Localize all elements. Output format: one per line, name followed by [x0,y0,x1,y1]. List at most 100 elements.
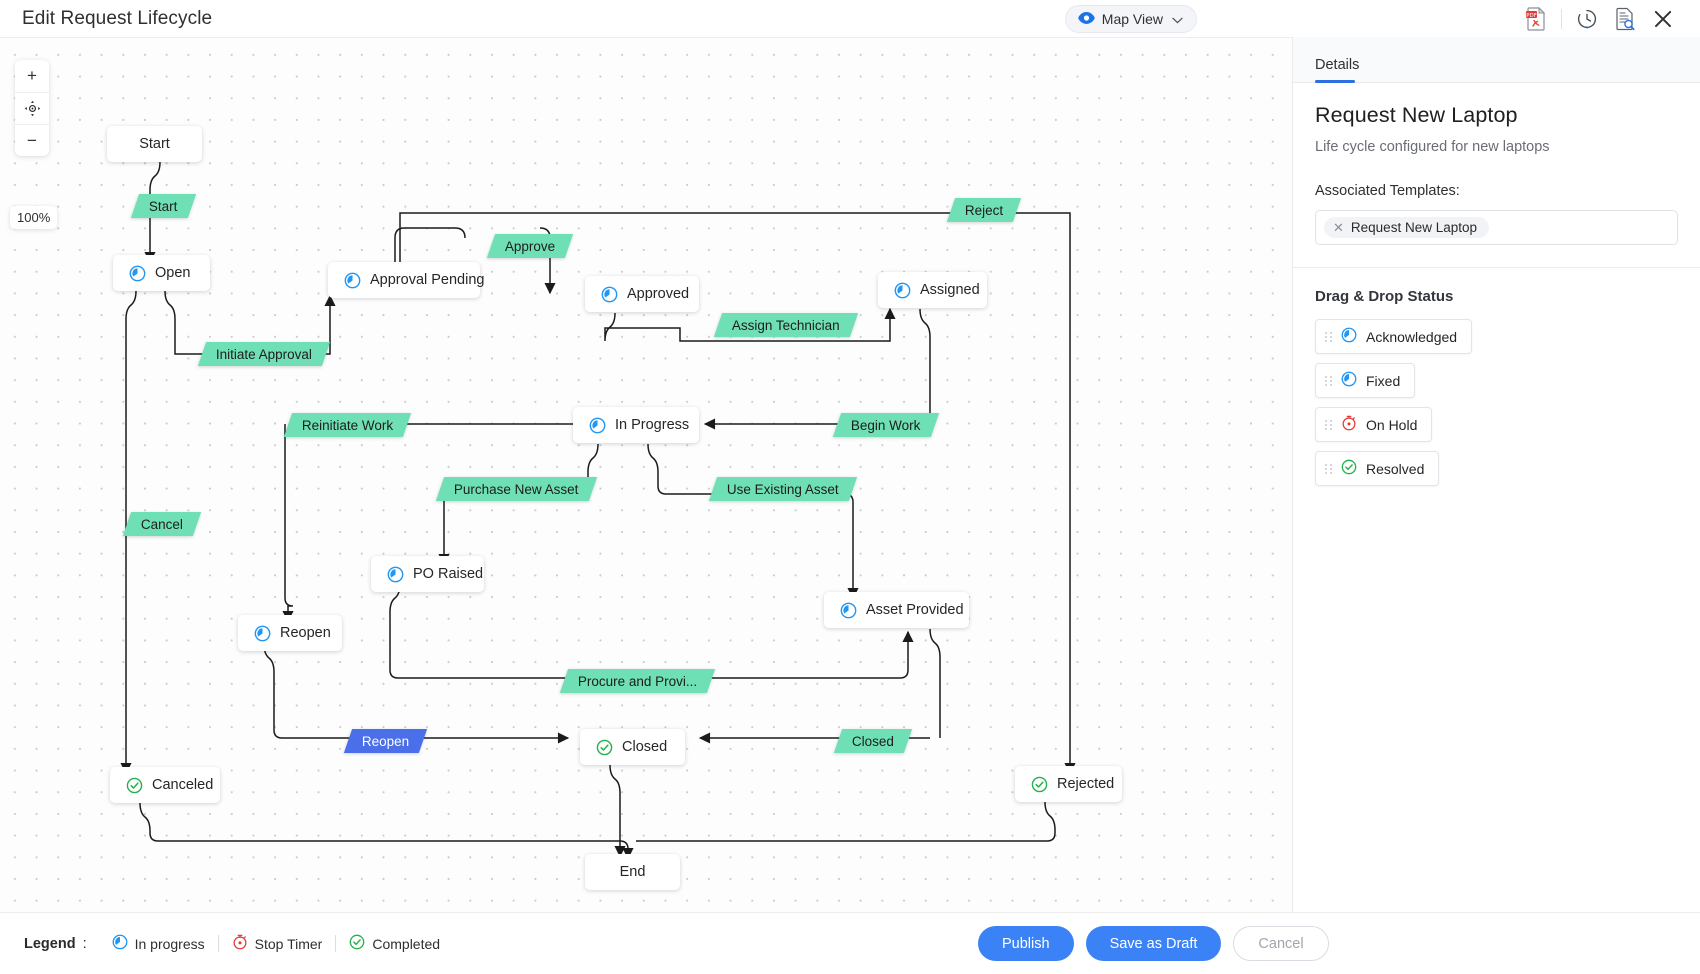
cancel-button[interactable]: Cancel [1233,926,1329,961]
document-search-icon[interactable] [1606,2,1644,36]
flow-node-asset_provided[interactable]: Asset Provided [824,592,969,628]
flow-transition-t_reinitiate[interactable]: Reinitiate Work [283,413,412,437]
completed-icon [349,934,365,953]
flow-edges [120,161,1076,860]
legend-divider [335,935,337,952]
pdf-export-icon[interactable]: PDF [1517,2,1555,36]
tab-details[interactable]: Details [1315,57,1359,83]
flow-transition-label: Assign Technician [732,317,840,333]
zoom-out-button[interactable]: − [15,124,49,156]
zoom-in-button[interactable]: + [27,66,37,85]
close-icon[interactable] [1644,2,1682,36]
flow-transition-t_start[interactable]: Start [130,194,196,218]
template-chip-label: Request New Laptop [1350,220,1477,235]
flow-transition-label: Cancel [141,516,184,532]
stop-timer-icon [1341,415,1357,434]
flow-node-reopen[interactable]: Reopen [238,615,342,651]
completed-icon [1341,459,1357,478]
flow-node-approved[interactable]: Approved [585,276,699,312]
recenter-button[interactable] [15,92,49,124]
flow-transition-t_initiate[interactable]: Initiate Approval [197,342,331,366]
save-as-draft-button[interactable]: Save as Draft [1085,926,1222,961]
drag-handle-icon[interactable] [1325,418,1332,432]
flow-transition-t_closed[interactable]: Closed [833,729,913,753]
flow-node-label: Asset Provided [866,602,964,618]
flow-transition-t_approve[interactable]: Approve [486,234,574,258]
flow-node-po_raised[interactable]: PO Raised [371,556,484,592]
drag-handle-icon[interactable] [1325,374,1332,388]
flow-transition-t_cancel[interactable]: Cancel [122,512,202,536]
flow-transition-t_reopen[interactable]: Reopen [343,729,428,753]
flow-node-assigned[interactable]: Assigned [878,272,987,308]
diagram-canvas[interactable]: + − 100% [0,37,1292,912]
drag-handle-icon[interactable] [1325,330,1332,344]
stop-timer-icon [232,934,248,953]
lifecycle-name: Request New Laptop [1315,103,1518,127]
header-divider [1561,8,1562,29]
flow-transition-label: Begin Work [851,417,921,433]
in-progress-icon [129,265,146,282]
drag-drop-status-label: Acknowledged [1366,328,1458,345]
drag-drop-status-item[interactable]: Acknowledged [1315,319,1473,354]
history-icon[interactable] [1568,2,1606,36]
flow-transition-t_use_existing[interactable]: Use Existing Asset [708,477,857,501]
flow-transition-t_purchase[interactable]: Purchase New Asset [435,477,597,501]
drag-drop-status-item[interactable]: Resolved [1315,451,1440,486]
footer-actions: Publish Save as Draft Cancel [978,926,1329,961]
flow-node-label: Open [155,265,191,281]
flow-transition-label: Initiate Approval [216,346,313,362]
flow-node-canceled[interactable]: Canceled [110,767,220,803]
associated-templates-field[interactable]: ✕ Request New Laptop [1315,210,1678,245]
drag-drop-status-item[interactable]: Fixed [1315,363,1416,398]
chevron-down-icon [1172,11,1183,27]
flow-transition-t_procure[interactable]: Procure and Provi... [559,669,716,693]
associated-templates-label: Associated Templates: [1315,183,1460,199]
flow-node-label: Rejected [1057,776,1115,792]
flow-transition-label: Purchase New Asset [454,481,579,497]
drag-drop-status-item[interactable]: On Hold [1315,407,1433,442]
details-content: Request New Laptop Life cycle configured… [1293,83,1700,245]
legend-item-stop-timer: Stop Timer [219,934,336,953]
in-progress-icon [894,282,911,299]
page-title: Edit Request Lifecycle [22,7,213,29]
flow-transition-label: Closed [852,733,895,749]
flow-node-end[interactable]: End [585,854,680,890]
drag-handle-icon[interactable] [1325,462,1332,476]
flow-transition-t_reject[interactable]: Reject [946,198,1022,222]
flow-node-rejected[interactable]: Rejected [1015,766,1122,802]
flow-transition-label: Use Existing Asset [727,481,839,497]
flow-transition-label: Reopen [362,733,410,749]
close-icon[interactable]: ✕ [1333,220,1344,235]
drag-drop-status-label: Resolved [1366,460,1425,477]
flow-node-label: Closed [622,739,668,755]
legend-title: Legend [24,935,76,952]
legend-item-completed: Completed [336,934,453,953]
flow-node-label: Start [139,136,170,152]
legend-item-in-progress: In progress [99,934,218,953]
flow-node-approval_pending[interactable]: Approval Pending [328,262,484,298]
flow-transition-label: Reinitiate Work [302,417,394,433]
flow-transition-t_assign_tech[interactable]: Assign Technician [713,313,858,337]
zoom-level-indicator: 100% [10,206,58,229]
in-progress-icon [1341,371,1357,390]
app-body: + − 100% [0,37,1700,912]
template-chip[interactable]: ✕ Request New Laptop [1324,217,1489,238]
flow-node-open[interactable]: Open [113,255,210,291]
flow-node-in_progress[interactable]: In Progress [573,407,699,443]
legend-item-label: In progress [134,935,205,952]
completed-icon [126,777,143,794]
flow-transition-t_begin_work[interactable]: Begin Work [832,413,939,437]
publish-button[interactable]: Publish [978,926,1074,961]
flow-node-label: Approved [627,286,690,302]
map-view-dropdown[interactable]: Map View [1064,4,1197,33]
drag-drop-status-label: On Hold [1366,416,1418,433]
flow-node-start[interactable]: Start [107,126,202,162]
map-view-label: Map View [1101,10,1163,27]
flow-node-closed[interactable]: Closed [580,729,685,765]
flow-node-label: End [619,864,646,880]
in-progress-icon [112,934,128,953]
details-panel: Details Request New Laptop Life cycle co… [1292,37,1700,912]
completed-icon [596,739,613,756]
